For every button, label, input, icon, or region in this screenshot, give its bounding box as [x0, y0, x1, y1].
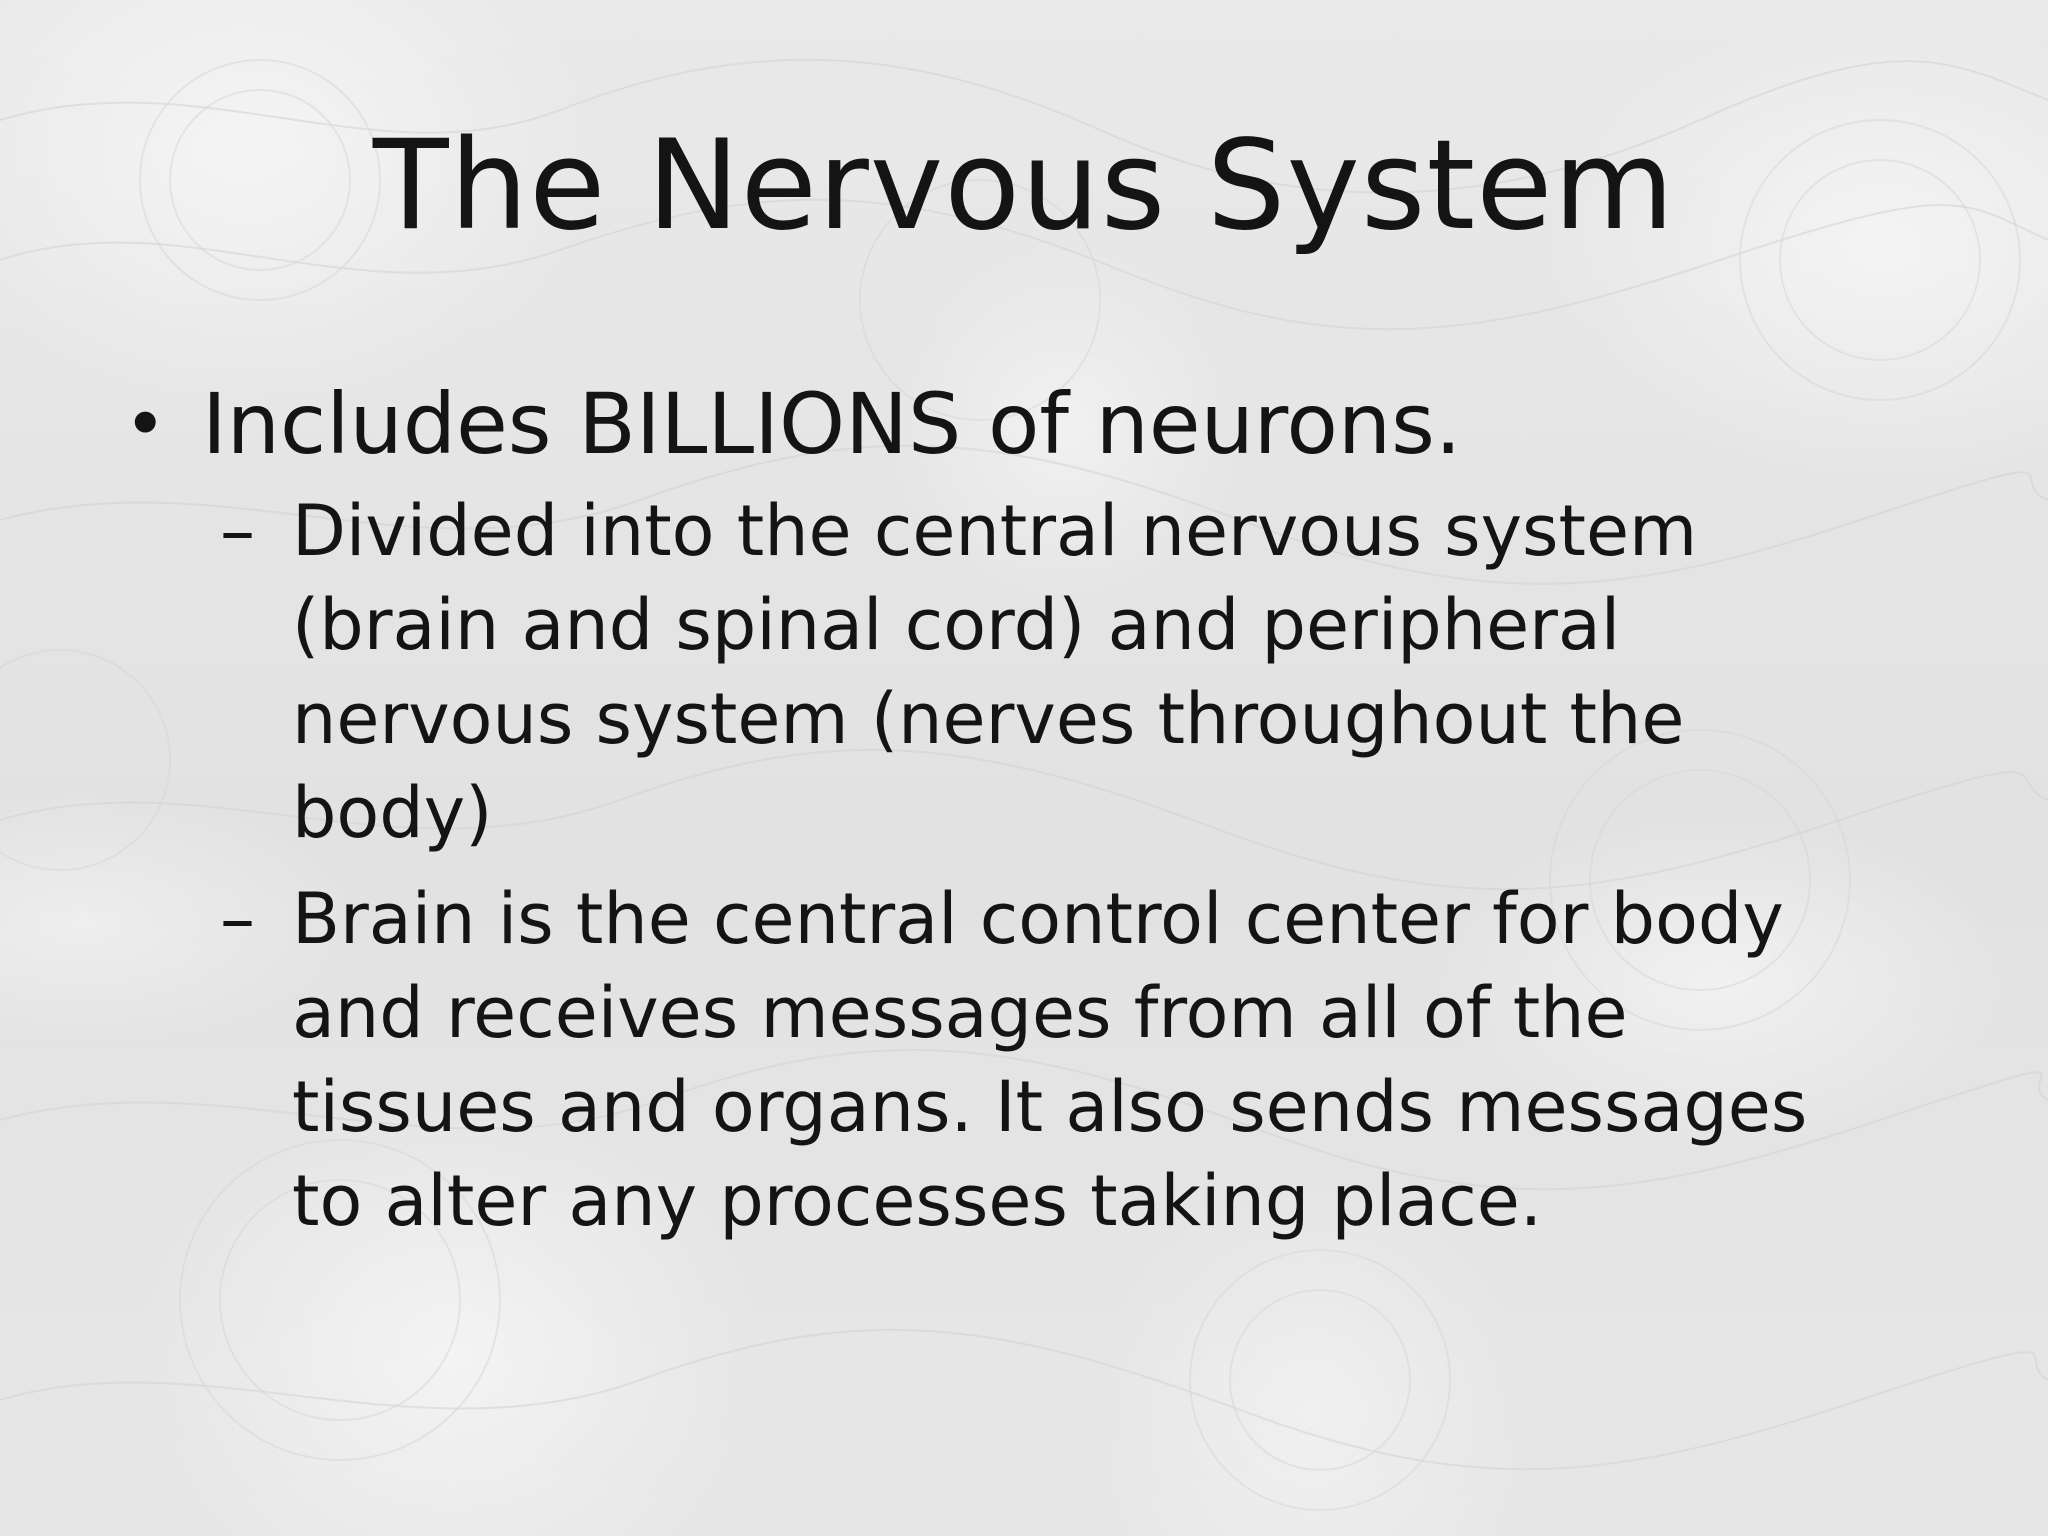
- sub-bullet-line: to alter any processes taking place.: [292, 1160, 1543, 1242]
- bullet-item: • Includes BILLIONS of neurons.: [120, 372, 1950, 476]
- sub-bullet-line: nervous system (nerves throughout the: [292, 678, 1685, 760]
- sub-bullet-line: tissues and organs. It also sends messag…: [292, 1066, 1808, 1148]
- sub-bullet-line: Brain is the central control center for …: [292, 878, 1784, 960]
- sub-bullet-line: (brain and spinal cord) and peripheral: [292, 584, 1621, 666]
- bullet-list: • Includes BILLIONS of neurons. – Divide…: [120, 372, 1950, 1260]
- sub-bullet-list: – Divided into the central nervous syste…: [120, 484, 1950, 1248]
- slide-title: The Nervous System: [372, 114, 1676, 258]
- sub-bullet-marker: –: [220, 878, 255, 960]
- bullet-marker: •: [124, 382, 167, 466]
- sub-bullet-line: Divided into the central nervous system: [292, 490, 1698, 572]
- sub-bullet-item: – Brain is the central control center fo…: [120, 872, 1950, 1248]
- sub-bullet-line: and receives messages from all of the: [292, 972, 1628, 1054]
- sub-bullet-line: body): [292, 772, 493, 854]
- sub-bullet-marker: –: [220, 490, 255, 572]
- bullet-text: Includes BILLIONS of neurons.: [202, 375, 1462, 473]
- sub-bullet-item: – Divided into the central nervous syste…: [120, 484, 1950, 860]
